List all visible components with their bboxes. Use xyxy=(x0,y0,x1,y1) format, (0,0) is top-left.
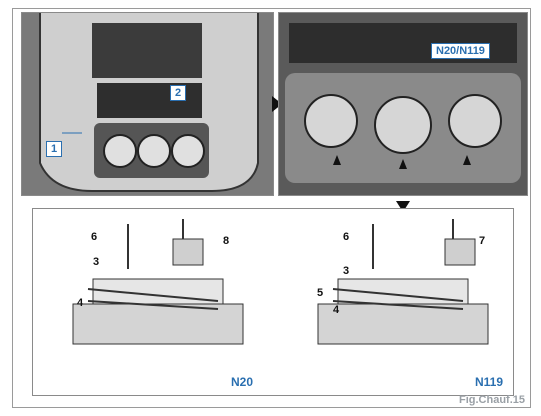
callout-1: 1 xyxy=(46,141,63,157)
controls-illustration xyxy=(279,13,527,195)
label-3-left: 3 xyxy=(93,256,100,268)
photo-right-console: N20/N119 xyxy=(278,12,528,196)
label-8-left: 8 xyxy=(223,235,230,247)
label-3-right: 3 xyxy=(343,265,350,277)
diagram-illustration xyxy=(72,219,489,345)
callout-n20-n119: N20/N119 xyxy=(431,43,490,59)
label-4-left: 4 xyxy=(77,297,84,309)
callout-2: 2 xyxy=(170,85,187,101)
diagram-panel: 6 8 3 4 N20 6 7 3 5 4 N119 xyxy=(32,208,514,396)
label-6-right: 6 xyxy=(343,231,350,243)
label-5-right: 5 xyxy=(317,287,324,299)
label-7-right: 7 xyxy=(479,235,486,247)
label-n119: N119 xyxy=(475,375,504,389)
label-6-left: 6 xyxy=(91,231,98,243)
photo-left-console: 1 2 xyxy=(21,12,274,196)
figure-caption: Fig.Chauf.15 xyxy=(458,394,525,406)
label-4-right: 4 xyxy=(333,304,340,316)
console-illustration xyxy=(22,13,273,195)
label-n20: N20 xyxy=(231,375,254,389)
